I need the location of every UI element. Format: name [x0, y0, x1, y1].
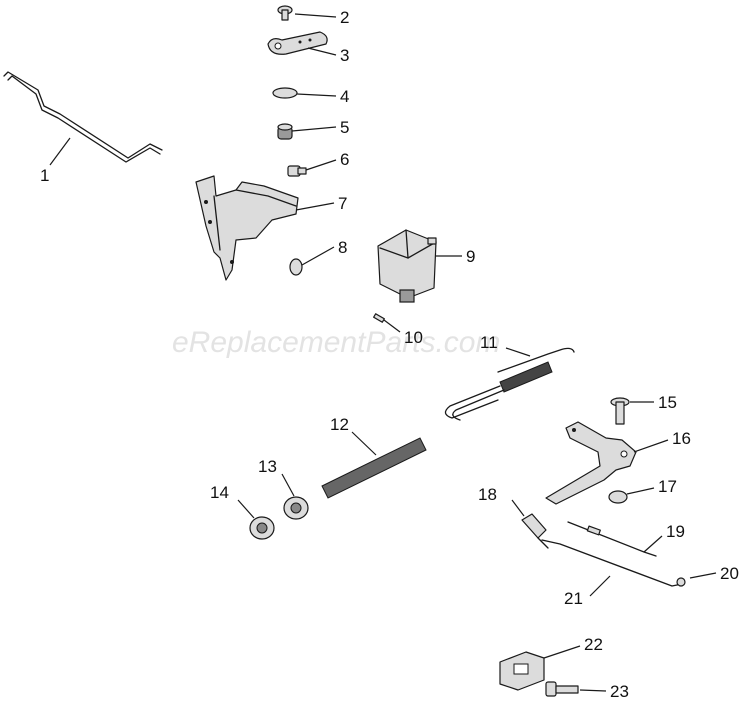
part-pin	[373, 313, 385, 323]
watermark: eReplacementParts.com	[172, 326, 500, 359]
part-control-arm	[545, 421, 637, 505]
part-rods	[541, 521, 683, 587]
part-washer	[272, 87, 298, 99]
part-bolt	[287, 165, 307, 177]
part-small-nut	[676, 577, 686, 587]
callout-16: 16	[672, 429, 691, 448]
part-block	[499, 651, 545, 691]
callout-10: 10	[404, 328, 423, 347]
callout-1: 1	[40, 166, 49, 185]
callout-4: 4	[340, 87, 349, 106]
part-relay	[377, 229, 437, 303]
callout-13: 13	[258, 457, 277, 476]
part-bolt-23	[545, 681, 579, 697]
callout-17: 17	[658, 477, 677, 496]
part-bracket	[195, 175, 299, 281]
callout-15: 15	[658, 393, 677, 412]
callout-6: 6	[340, 150, 349, 169]
callout-18: 18	[478, 485, 497, 504]
part-carriage-bolt	[610, 397, 630, 425]
callout-19: 19	[666, 522, 685, 541]
callout-20: 20	[720, 564, 739, 583]
part-rod	[3, 71, 163, 163]
part-threaded-rod	[321, 437, 427, 499]
callout-11: 11	[480, 333, 498, 352]
callout-3: 3	[340, 46, 349, 65]
callout-5: 5	[340, 118, 349, 137]
callout-12: 12	[330, 415, 349, 434]
callout-22: 22	[584, 635, 603, 654]
part-hex-nut	[249, 516, 275, 540]
leader-lines	[49, 13, 717, 692]
part-lock-washer	[289, 258, 303, 276]
callout-21: 21	[564, 589, 583, 608]
callout-14: 14	[210, 483, 229, 502]
part-nut-17	[608, 490, 628, 504]
part-flange-nut	[283, 496, 309, 520]
callout-8: 8	[338, 238, 347, 257]
part-spring	[444, 347, 575, 421]
part-clip	[521, 513, 549, 549]
callout-9: 9	[466, 247, 475, 266]
part-nut	[277, 123, 293, 140]
part-screw-small	[277, 5, 293, 21]
callout-2: 2	[340, 8, 349, 27]
callout-7: 7	[338, 194, 347, 213]
callout-23: 23	[610, 682, 629, 701]
part-link-plate	[267, 31, 328, 55]
